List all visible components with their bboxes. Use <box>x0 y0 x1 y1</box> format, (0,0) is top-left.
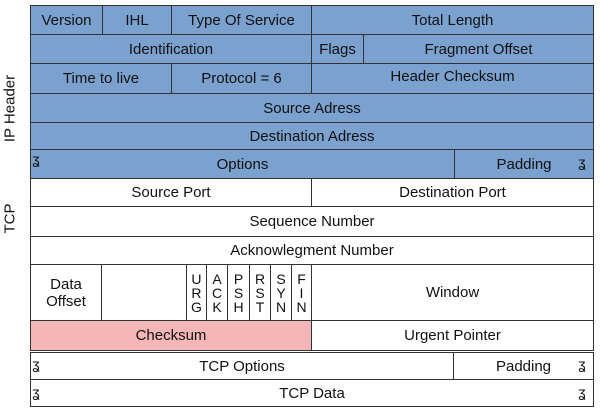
ip-tos-field: Type Of Service <box>171 5 312 35</box>
tcp-label: TCP <box>1 203 19 234</box>
ip-header-label: IP Header <box>1 74 19 143</box>
ip-protocol-field: Protocol = 6 <box>171 63 312 94</box>
tcp-flag-ack: A C K <box>206 264 228 321</box>
tcp-flag-rst: R S T <box>249 264 271 321</box>
tcp-flag-urg: U R G <box>186 264 207 321</box>
tcp-urgent-pointer-field: Urgent Pointer <box>311 320 594 351</box>
tcp-window-field: Window <box>311 264 594 321</box>
ip-ttl-field: Time to live <box>30 63 172 94</box>
tcp-destination-port-field: Destination Port <box>311 178 594 207</box>
tcp-options-field: TCP Options <box>30 352 454 380</box>
tcp-data-field: TCP Data <box>30 379 594 407</box>
tcp-data-offset-field: Data Offset <box>30 264 102 321</box>
ip-destination-address-field: Destination Adress <box>30 122 594 150</box>
ip-identification-field: Identification <box>30 34 312 64</box>
tcp-checksum-field: Checksum <box>30 320 312 351</box>
ip-header-checksum-field: Header Checksum <box>311 63 594 94</box>
tcp-padding-field: Padding <box>453 352 594 380</box>
tcp-reserved-field <box>101 264 187 321</box>
tcp-flag-psh: P S H <box>227 264 250 321</box>
break-mark-right-icon: ʓ <box>578 154 586 170</box>
ip-version-field: Version <box>30 5 103 35</box>
ip-padding-field: Padding <box>454 149 594 179</box>
ip-source-address-field: Source Adress <box>30 93 594 123</box>
break-mark-left-icon: ʓ <box>32 384 40 400</box>
tcp-flag-fin: F I N <box>291 264 312 321</box>
tcp-flag-syn: S Y N <box>270 264 292 321</box>
break-mark-right-icon: ʓ <box>578 356 586 372</box>
ip-options-field: Options <box>30 149 455 179</box>
break-mark-left-icon: ʓ <box>32 151 40 167</box>
ip-total-length-field: Total Length <box>311 5 594 35</box>
break-mark-right-icon: ʓ <box>578 384 586 400</box>
tcp-sequence-number-field: Sequence Number <box>30 206 594 237</box>
ip-fragment-offset-field: Fragment Offset <box>363 34 594 64</box>
tcp-source-port-field: Source Port <box>30 178 312 207</box>
tcp-ack-number-field: Acknowlegment Number <box>30 236 594 265</box>
break-mark-left-icon: ʓ <box>32 356 40 372</box>
ip-ihl-field: IHL <box>102 5 172 35</box>
ip-flags-field: Flags <box>311 34 364 64</box>
